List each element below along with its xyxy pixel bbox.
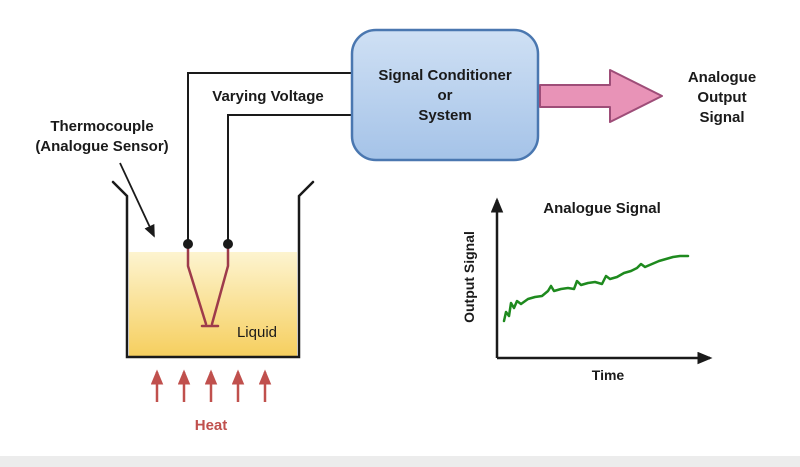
wire-lower [227,114,352,243]
output-arrow [539,69,663,123]
output-label-line1: Analogue [688,69,756,86]
graph-title: Analogue Signal [543,200,661,217]
conditioner-label-line3: System [418,107,471,124]
thermocouple-junction-dot [183,239,193,249]
sensor-pointer-arrow [119,162,155,238]
graph-xlabel: Time [592,367,625,383]
signal-conditioner-box [350,28,540,162]
heat-arrows [150,369,272,402]
output-label-line3: Signal [699,109,744,126]
thermocouple-probe [186,244,230,328]
wire-upper [187,72,352,243]
liquid-label: Liquid [237,324,277,341]
footer-strip [0,456,800,467]
conditioner-label-line1: Signal Conditioner [378,67,511,84]
conditioner-label-line2: or [438,87,453,104]
sensor-label-line1: Thermocouple [50,118,153,135]
varying-voltage-label: Varying Voltage [212,88,323,105]
sensor-label-line2: (Analogue Sensor) [35,138,168,155]
thermocouple-junction-dot [223,239,233,249]
graph-ylabel: Output Signal [461,231,477,323]
heat-label: Heat [195,417,228,434]
analogue-signal-line [502,254,690,323]
output-label-line2: Output [697,89,746,106]
beaker-outline [111,180,315,359]
liquid-fill [129,252,297,356]
